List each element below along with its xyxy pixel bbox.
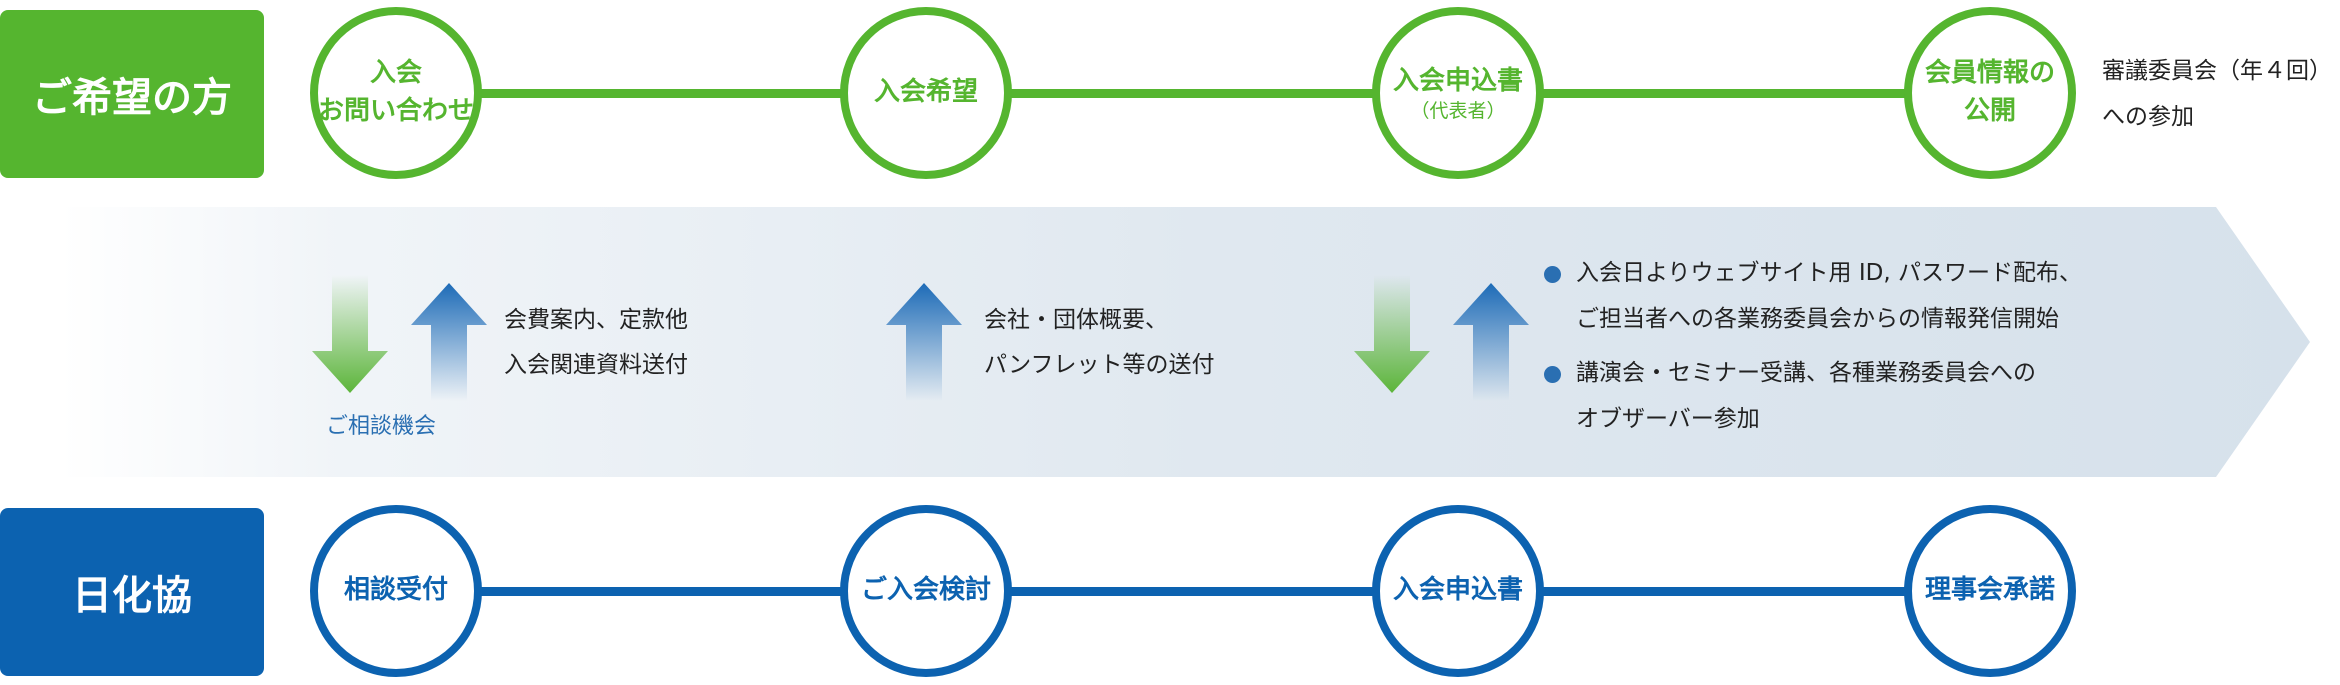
step-application-form-label: 入会申込書 — [1392, 65, 1523, 96]
step-inquiry-line1: 入会 — [369, 58, 422, 89]
company-info-note: 会社・団体概要、 パンフレット等の送付 — [984, 298, 1214, 388]
step-member-info-line1: 会員情報の — [1924, 58, 2055, 89]
step-consultation-reception-label: 相談受付 — [343, 575, 448, 606]
documents-note-line1: 会費案内、定款他 — [504, 307, 688, 333]
green-down-arrow-icon — [312, 275, 388, 393]
step-board-approval-label: 理事会承諾 — [1924, 575, 2055, 606]
bullet-item-2-line1: 講演会・セミナー受講、各種業務委員会への — [1576, 360, 2036, 386]
bullet-item-2-line2: オブザーバー参加 — [1576, 406, 1760, 432]
jsfca-label: 日化協 — [0, 508, 264, 676]
step-application-received-label: 入会申込書 — [1392, 575, 1523, 606]
step-membership-review-label: ご入会検討 — [860, 575, 991, 606]
step-member-info-publish: 会員情報の 公開 — [1904, 7, 2076, 179]
bullet-item-website-access: 入会日よりウェブサイト用 ID, パスワード配布、 ご担当者への各業務委員会から… — [1576, 250, 2082, 342]
company-info-line1: 会社・団体概要、 — [984, 307, 1168, 333]
process-band-arrow — [60, 207, 2310, 477]
blue-up-arrow-icon — [886, 283, 962, 401]
blue-up-arrow-icon — [411, 283, 487, 401]
step-membership-review: ご入会検討 — [840, 505, 1012, 677]
bullet-item-1-line1: 入会日よりウェブサイト用 ID, パスワード配布、 — [1576, 260, 2082, 286]
applicant-timeline — [400, 89, 1950, 98]
bullet-item-seminars: 講演会・セミナー受講、各種業務委員会への オブザーバー参加 — [1576, 350, 2036, 442]
step-member-info-line2: 公開 — [1963, 96, 2016, 126]
review-note-line1: 審議委員会（年４回） — [2102, 58, 2332, 84]
blue-up-arrow-icon — [1453, 283, 1529, 401]
step-inquiry: 入会 お問い合わせ — [310, 7, 482, 179]
bullet-dot-icon — [1544, 366, 1561, 383]
consultation-opportunity-label: ご相談機会 — [326, 414, 437, 439]
jsfca-timeline — [400, 587, 1950, 596]
green-down-arrow-icon — [1354, 275, 1430, 393]
step-board-approval: 理事会承諾 — [1904, 505, 2076, 677]
step-inquiry-line2: お問い合わせ — [318, 96, 475, 126]
bullet-item-1-line2: ご担当者への各業務委員会からの情報発信開始 — [1576, 306, 2059, 332]
documents-note: 会費案内、定款他 入会関連資料送付 — [504, 298, 688, 388]
documents-note-line2: 入会関連資料送付 — [504, 352, 688, 378]
applicant-label: ご希望の方 — [0, 10, 264, 178]
step-application-form-sub: （代表者） — [1410, 100, 1506, 123]
step-application-form: 入会申込書 （代表者） — [1372, 7, 1544, 179]
review-committee-note: 審議委員会（年４回） への参加 — [2102, 48, 2332, 140]
bullet-dot-icon — [1544, 266, 1561, 283]
step-membership-request-label: 入会希望 — [873, 77, 978, 108]
step-consultation-reception: 相談受付 — [310, 505, 482, 677]
company-info-line2: パンフレット等の送付 — [984, 352, 1215, 378]
step-membership-request: 入会希望 — [840, 7, 1012, 179]
step-application-received: 入会申込書 — [1372, 505, 1544, 677]
review-note-line2: への参加 — [2102, 104, 2194, 130]
